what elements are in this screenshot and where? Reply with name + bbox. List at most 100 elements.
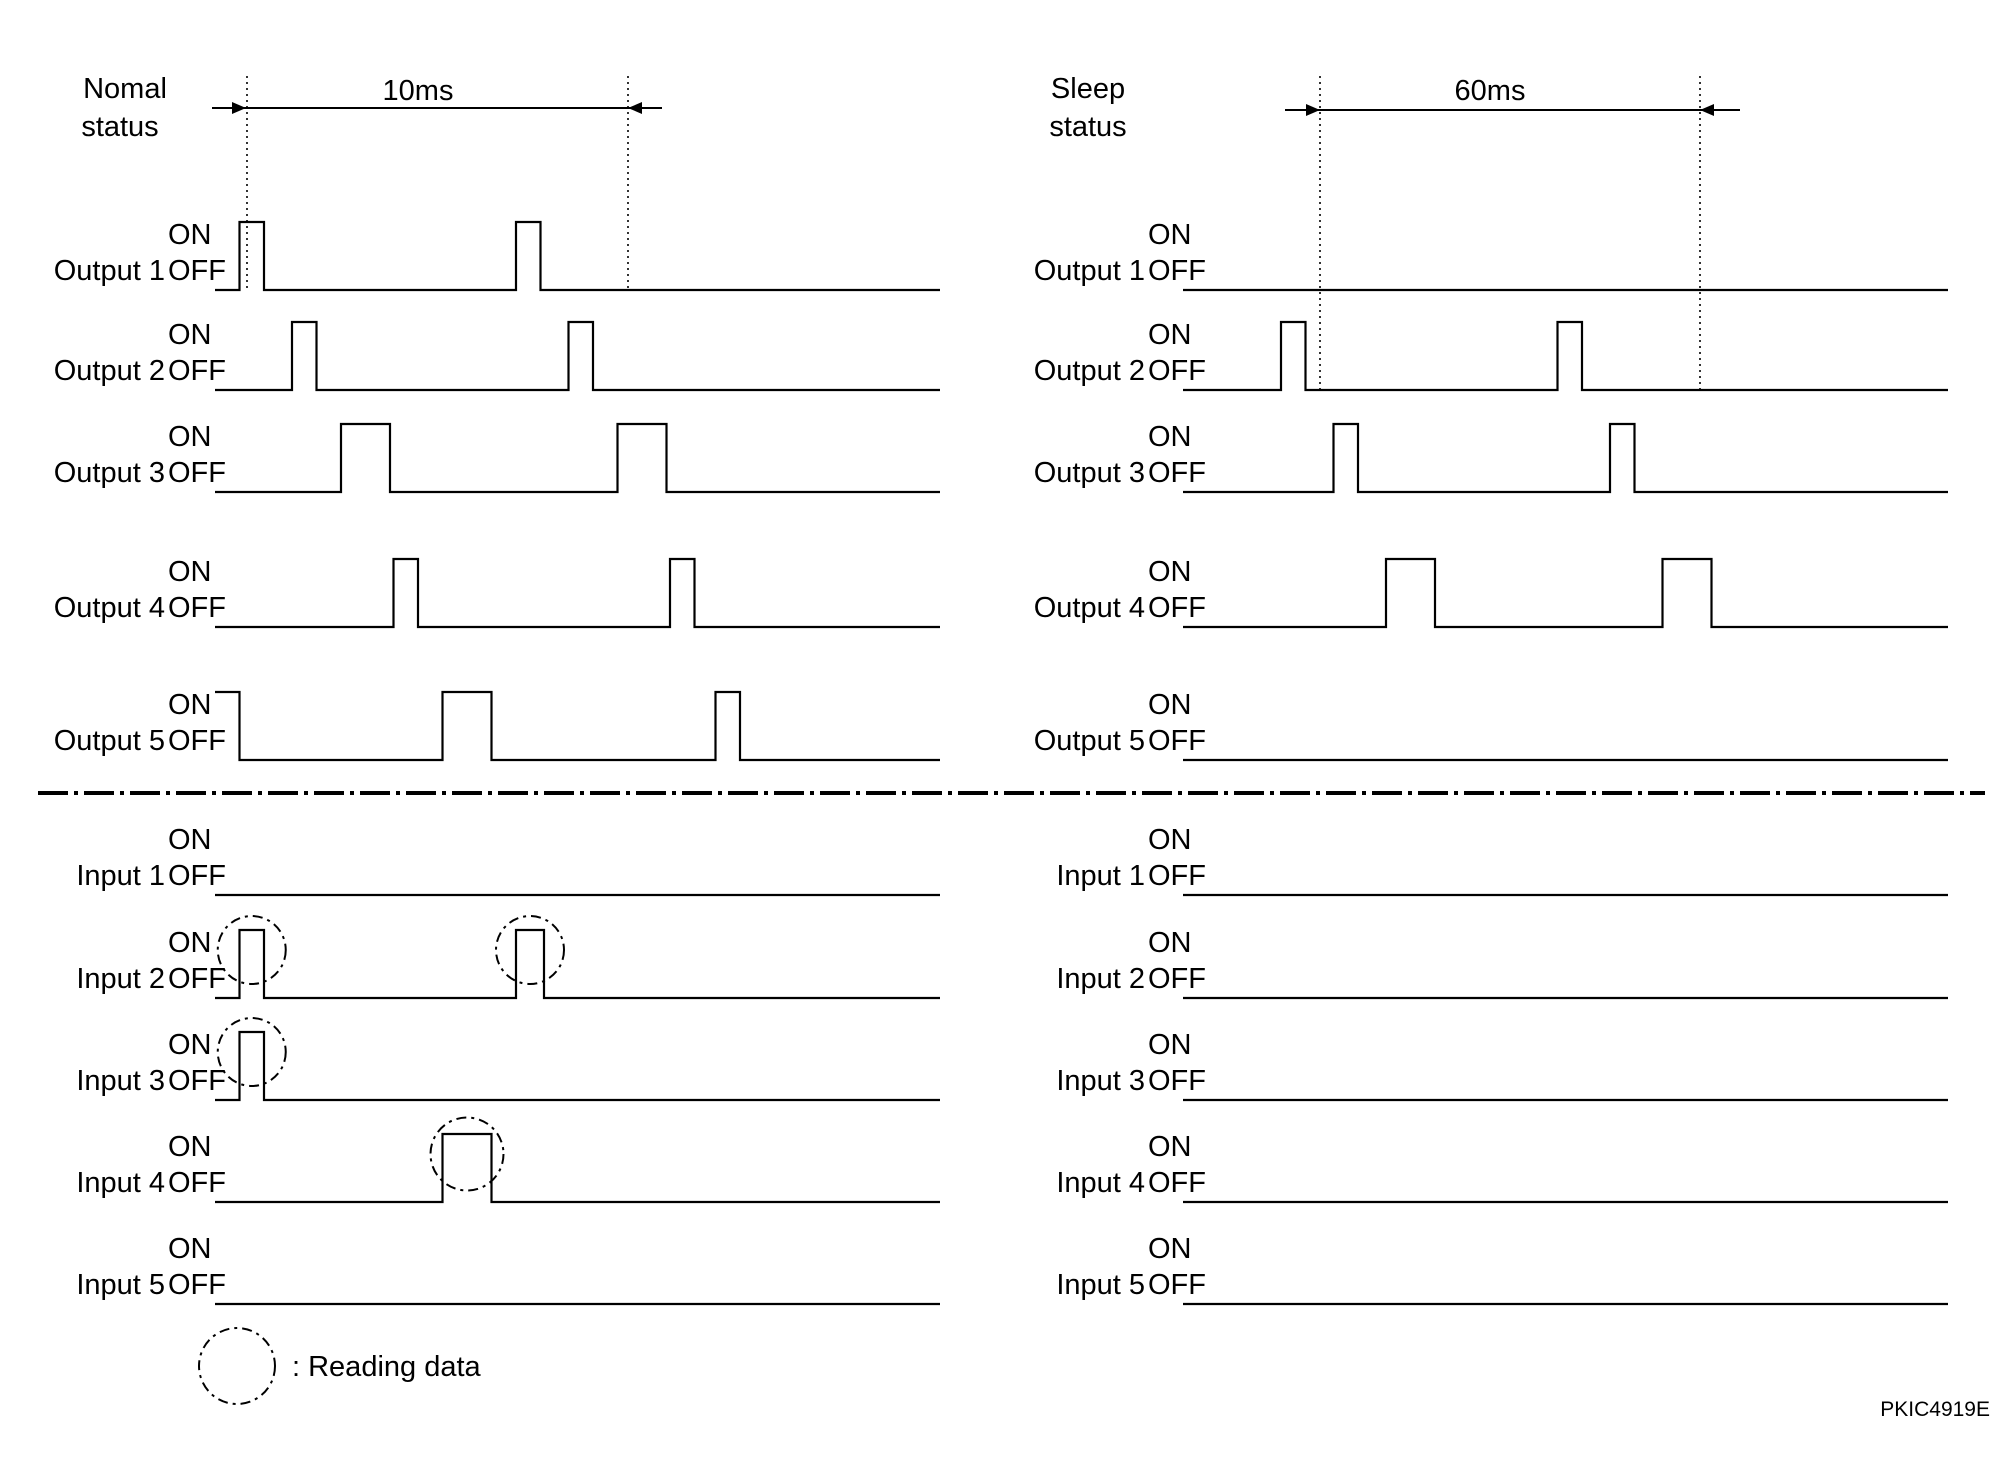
normal-input-3-label: Input 3 [76, 1065, 165, 1097]
sleep-output-1-on-label: ON [1148, 219, 1192, 251]
normal-input-1-on-label: ON [168, 824, 212, 856]
normal-output-2-label: Output 2 [54, 355, 165, 387]
sleep-input-5-label: Input 5 [1056, 1269, 1145, 1301]
sleep-status-title-line2: status [1049, 111, 1126, 143]
sleep-input-1-off-label: OFF [1148, 860, 1206, 892]
normal-output-3-on-label: ON [168, 421, 212, 453]
normal-output-2-on-label: ON [168, 319, 212, 351]
normal-input-2-label: Input 2 [76, 963, 165, 995]
normal-output-4-waveform [215, 557, 940, 629]
sleep-output-5-on-label: ON [1148, 689, 1192, 721]
normal-output-3-label: Output 3 [54, 457, 165, 489]
normal-input-3-off-label: OFF [168, 1065, 226, 1097]
normal-input-5-off-label: OFF [168, 1269, 226, 1301]
sleep-output-5-label: Output 5 [1034, 725, 1145, 757]
sleep-status-header: Sleep status 60ms [1049, 73, 1740, 143]
sleep-output-3-on-label: ON [1148, 421, 1192, 453]
normal-input-4-on-label: ON [168, 1131, 212, 1163]
normal-status-title-line1: Nomal [83, 73, 167, 105]
sleep-output-4-waveform [1183, 557, 1948, 629]
normal-status-title-line2: status [81, 111, 158, 143]
sleep-output-2-waveform [1183, 320, 1948, 392]
normal-output-4-label: Output 4 [54, 592, 165, 624]
sleep-output-2-on-label: ON [1148, 319, 1192, 351]
normal-output-5-label: Output 5 [54, 725, 165, 757]
normal-input-3-reading-circle-1 [216, 1017, 287, 1087]
normal-output-5-off-label: OFF [168, 725, 226, 757]
sleep-dim-arrow-left [1306, 104, 1320, 116]
normal-input-2-off-label: OFF [168, 963, 226, 995]
period-guide-lines [246, 76, 1701, 390]
sleep-output-5-off-label: OFF [1148, 725, 1206, 757]
normal-output-4-off-label: OFF [168, 592, 226, 624]
sleep-output-1-off-label: OFF [1148, 255, 1206, 287]
figure-code: PKIC4919E [1880, 1398, 1990, 1421]
normal-input-2-on-label: ON [168, 927, 212, 959]
normal-input-2-waveform [215, 928, 940, 1000]
sleep-input-3-on-label: ON [1148, 1029, 1192, 1061]
normal-input-2-reading-circle-1 [216, 915, 287, 985]
sleep-period-label: 60ms [1455, 75, 1526, 107]
sleep-output-2-label: Output 2 [1034, 355, 1145, 387]
normal-status-header: Nomal status 10ms [81, 73, 662, 143]
normal-input-3-waveform [215, 1030, 940, 1102]
normal-input-4-waveform [215, 1132, 940, 1204]
sleep-input-5-on-label: ON [1148, 1233, 1192, 1265]
legend: : Reading data [198, 1327, 482, 1405]
normal-output-1-off-label: OFF [168, 255, 226, 287]
normal-input-4-off-label: OFF [168, 1167, 226, 1199]
sleep-input-4-on-label: ON [1148, 1131, 1192, 1163]
normal-output-2-waveform [215, 320, 940, 392]
normal-output-4-on-label: ON [168, 556, 212, 588]
reading-data-legend-label: : Reading data [292, 1351, 482, 1383]
sleep-input-2-off-label: OFF [1148, 963, 1206, 995]
sleep-input-3-off-label: OFF [1148, 1065, 1206, 1097]
normal-output-3-off-label: OFF [168, 457, 226, 489]
sleep-output-3-label: Output 3 [1034, 457, 1145, 489]
sleep-output-1-label: Output 1 [1034, 255, 1145, 287]
normal-dim-arrow-left [232, 102, 246, 114]
sleep-output-3-waveform [1183, 422, 1948, 494]
normal-input-1-label: Input 1 [76, 860, 165, 892]
normal-input-4-reading-circle-1 [429, 1116, 505, 1192]
reading-data-legend-circle [198, 1327, 276, 1405]
sleep-input-5-off-label: OFF [1148, 1269, 1206, 1301]
sleep-output-4-on-label: ON [1148, 556, 1192, 588]
normal-input-5-label: Input 5 [76, 1269, 165, 1301]
sleep-output-2-off-label: OFF [1148, 355, 1206, 387]
sleep-input-1-label: Input 1 [1056, 860, 1145, 892]
sleep-output-3-off-label: OFF [1148, 457, 1206, 489]
normal-input-2-reading-circle-2 [495, 915, 565, 985]
sleep-input-4-label: Input 4 [1056, 1167, 1145, 1199]
normal-output-5-on-label: ON [168, 689, 212, 721]
sleep-input-2-on-label: ON [1148, 927, 1192, 959]
normal-output-3-waveform [215, 422, 940, 494]
sleep-input-1-on-label: ON [1148, 824, 1192, 856]
normal-dim-arrow-right [628, 102, 642, 114]
sleep-input-4-off-label: OFF [1148, 1167, 1206, 1199]
sleep-output-4-label: Output 4 [1034, 592, 1145, 624]
normal-input-5-on-label: ON [168, 1233, 212, 1265]
sleep-input-2-label: Input 2 [1056, 963, 1145, 995]
